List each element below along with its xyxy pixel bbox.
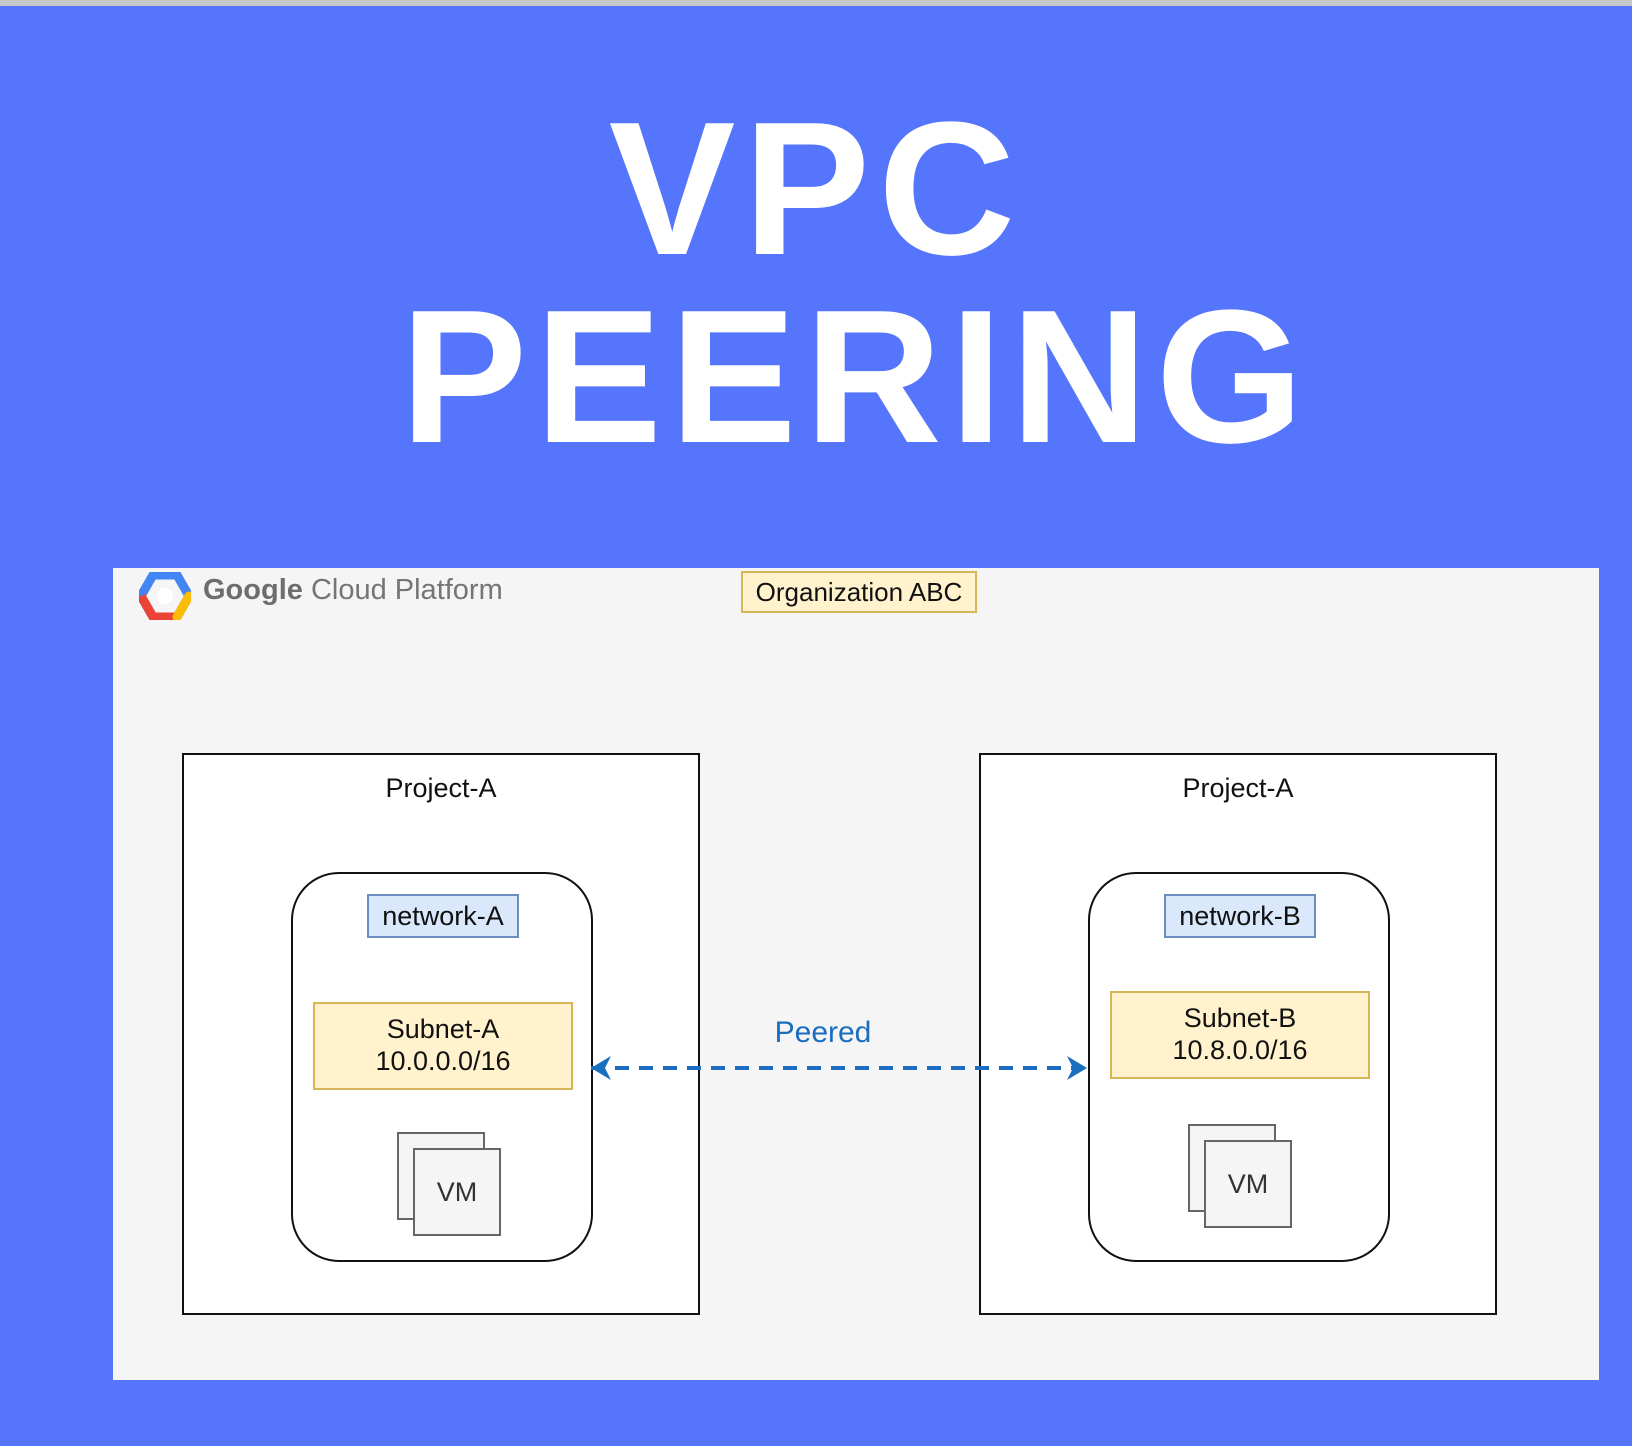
subnet-name: Subnet-B <box>1183 1003 1297 1033</box>
google-cloud-hexagon-icon <box>139 572 191 620</box>
network-label: network-A <box>367 894 519 938</box>
vm-stack-icon: VM <box>397 1132 501 1236</box>
project-box-right: Project-A network-B Subnet-B 10.8.0.0/16… <box>979 753 1497 1315</box>
vm-label: VM <box>413 1148 501 1236</box>
subnet-cidr: 10.0.0.0/16 <box>375 1046 511 1076</box>
subnet-box: Subnet-A 10.0.0.0/16 <box>313 1002 573 1090</box>
project-box-left: Project-A network-A Subnet-A 10.0.0.0/16… <box>182 753 700 1315</box>
platform-name-rest: Cloud Platform <box>302 574 503 606</box>
network-label: network-B <box>1164 894 1316 938</box>
project-title: Project-A <box>385 773 497 803</box>
diagram-canvas: Google Cloud Platform Organization ABC P… <box>113 568 1599 1380</box>
subnet-cidr: 10.8.0.0/16 <box>1172 1035 1308 1065</box>
poster-background: VPC PEERING Google Cloud Platform Organi… <box>0 6 1632 1446</box>
network-container: network-A Subnet-A 10.0.0.0/16 VM <box>291 872 593 1262</box>
project-title: Project-A <box>1182 773 1294 803</box>
arrow-head-left-icon <box>591 1056 611 1080</box>
title-vpc: VPC <box>608 83 1024 295</box>
platform-name-bold: Google <box>203 574 303 606</box>
organization-label: Organization ABC <box>741 571 977 613</box>
platform-name: Google Cloud Platform <box>203 574 503 607</box>
peered-label: Peered <box>774 1016 872 1049</box>
title-peering: PEERING <box>400 271 1312 483</box>
peering-arrow <box>591 1056 1087 1080</box>
subnet-box: Subnet-B 10.8.0.0/16 <box>1110 991 1370 1079</box>
vm-stack-icon: VM <box>1188 1124 1292 1228</box>
network-container: network-B Subnet-B 10.8.0.0/16 VM <box>1088 872 1390 1262</box>
subnet-name: Subnet-A <box>386 1014 500 1044</box>
vm-label: VM <box>1204 1140 1292 1228</box>
arrow-head-right-icon <box>1067 1056 1087 1080</box>
